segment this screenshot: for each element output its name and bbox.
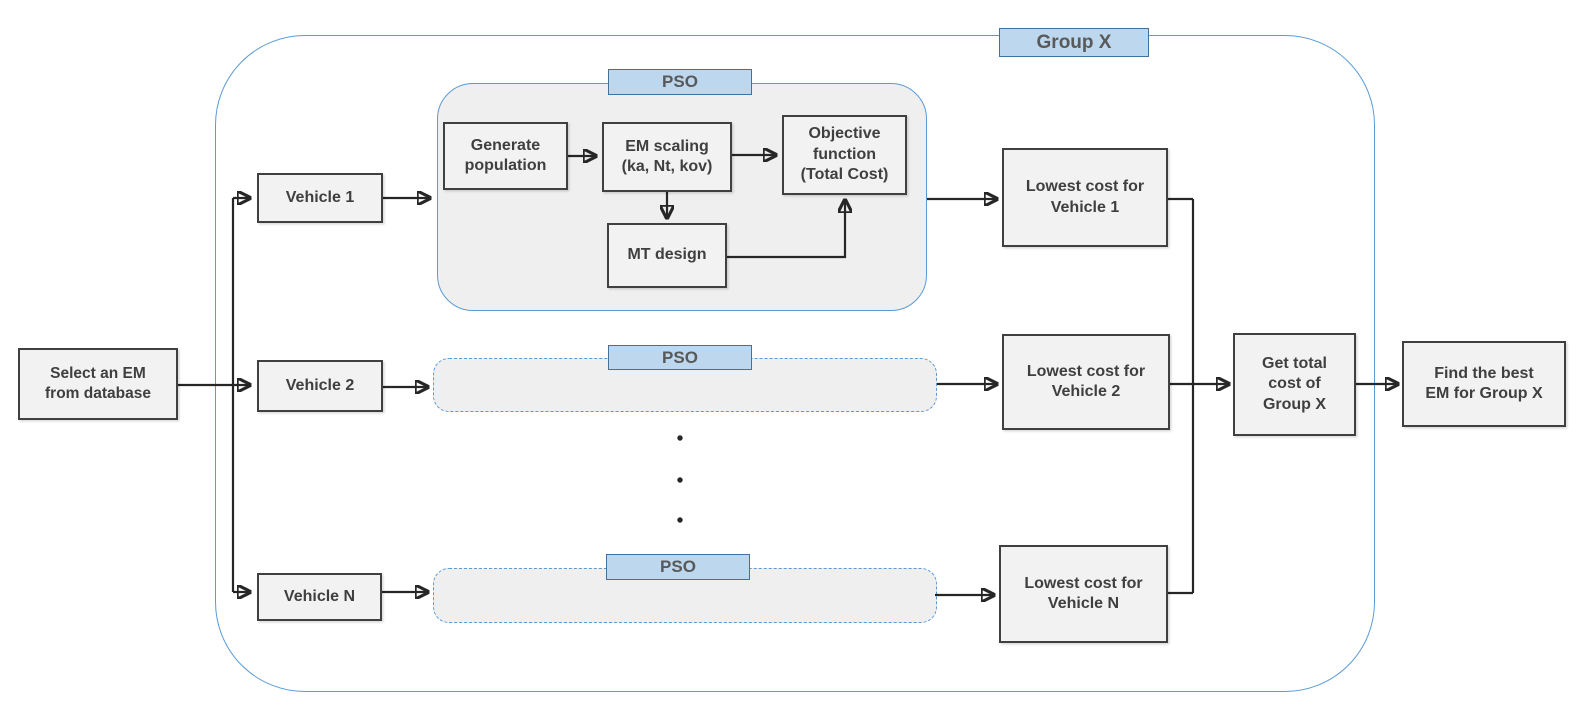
group-x-container bbox=[215, 35, 1375, 692]
pso-label-vehicle-n: PSO bbox=[606, 554, 750, 580]
node-get-total-cost: Get total cost of Group X bbox=[1233, 333, 1356, 436]
group-x-label: Group X bbox=[999, 28, 1149, 57]
node-mt-design: MT design bbox=[607, 223, 727, 288]
node-lowest-cost-vehicle-2: Lowest cost for Vehicle 2 bbox=[1002, 334, 1170, 430]
node-vehicle-1: Vehicle 1 bbox=[257, 173, 383, 223]
node-find-best-em: Find the best EM for Group X bbox=[1402, 341, 1566, 427]
pso-label-vehicle-2: PSO bbox=[608, 345, 752, 370]
vehicles-ellipsis-dots bbox=[677, 435, 683, 523]
node-objective-function: Objective function (Total Cost) bbox=[782, 115, 907, 195]
node-em-scaling: EM scaling (ka, Nt, kov) bbox=[602, 122, 732, 192]
node-lowest-cost-vehicle-n: Lowest cost for Vehicle N bbox=[999, 545, 1168, 643]
arrow-mtdesign-to-objective bbox=[727, 200, 845, 259]
pso-label-vehicle-1: PSO bbox=[608, 69, 752, 95]
node-vehicle-2: Vehicle 2 bbox=[257, 360, 383, 412]
node-lowest-cost-vehicle-1: Lowest cost for Vehicle 1 bbox=[1002, 148, 1168, 247]
node-vehicle-n: Vehicle N bbox=[257, 573, 382, 621]
node-generate-population: Generate population bbox=[443, 122, 568, 190]
node-select-em: Select an EM from database bbox=[18, 348, 178, 420]
